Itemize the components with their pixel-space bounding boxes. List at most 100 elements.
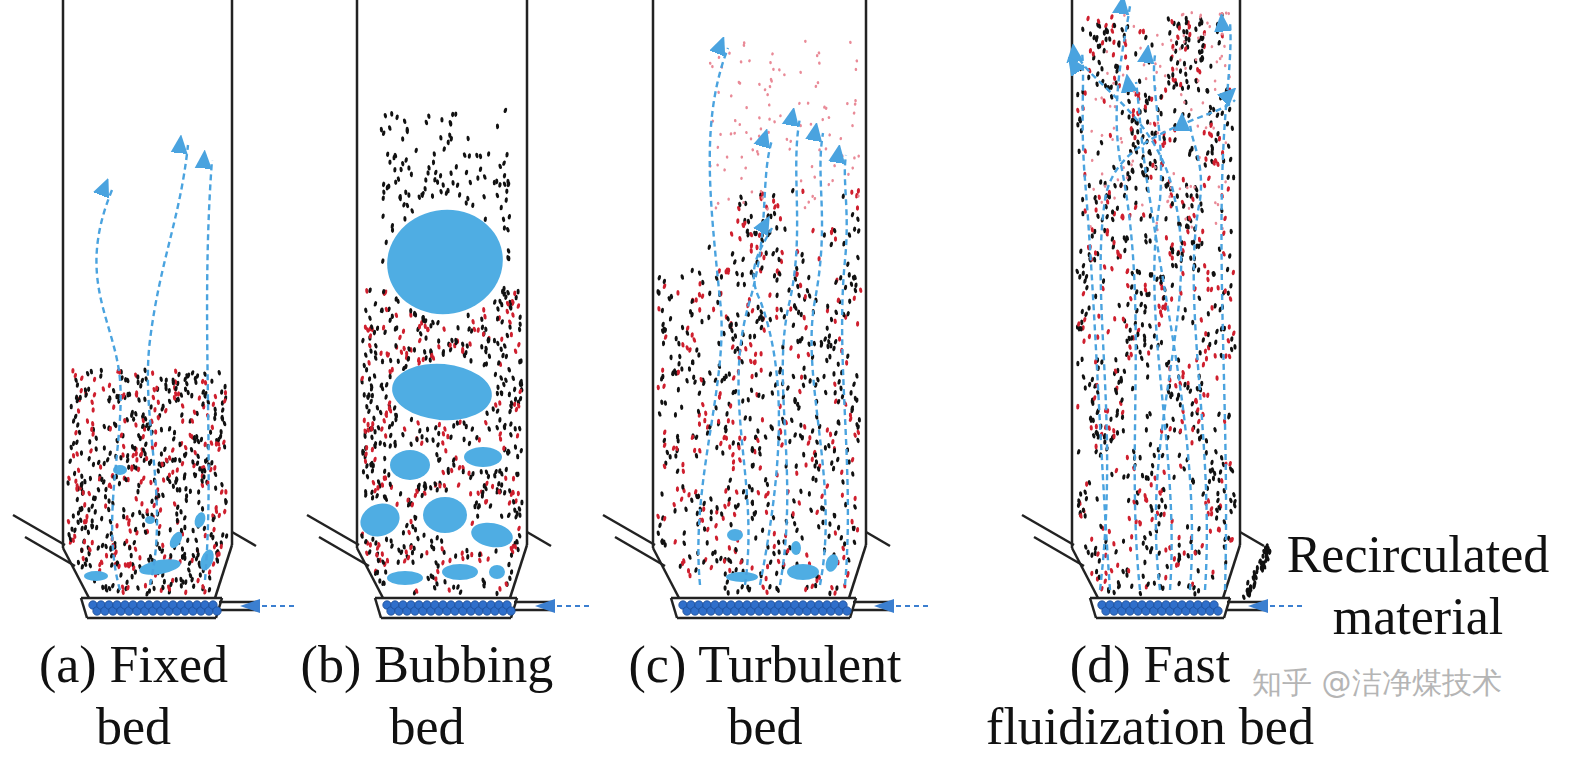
bed-particle bbox=[693, 447, 697, 453]
bed-particle bbox=[366, 422, 369, 428]
bed-particle bbox=[167, 426, 171, 432]
bed-particle bbox=[208, 575, 212, 581]
bed-particle bbox=[825, 358, 829, 364]
gas-bubble bbox=[464, 447, 502, 467]
bed-particle bbox=[692, 337, 697, 343]
bed-particle bbox=[431, 193, 435, 199]
bed-particle bbox=[708, 290, 712, 296]
bed-particle bbox=[470, 520, 475, 526]
bed-particle bbox=[743, 415, 748, 421]
vessel-wall bbox=[63, 548, 89, 598]
bed-particle bbox=[681, 468, 685, 474]
bed-particle bbox=[853, 496, 857, 502]
bed-particle bbox=[681, 462, 684, 468]
bed-particle bbox=[368, 376, 372, 382]
bed-particle bbox=[458, 589, 463, 595]
bed-particle bbox=[709, 564, 714, 570]
bed-particle bbox=[830, 316, 834, 322]
bed-particle bbox=[367, 342, 372, 348]
bed-particle bbox=[371, 393, 374, 399]
bed-particle bbox=[703, 418, 706, 424]
bed-particle bbox=[197, 395, 201, 401]
bed-particle bbox=[89, 448, 94, 454]
bed-particle bbox=[848, 298, 851, 304]
bed-particle bbox=[814, 477, 817, 483]
bed-particle bbox=[130, 574, 133, 580]
bed-particle bbox=[496, 340, 500, 346]
bed-particle bbox=[469, 358, 472, 364]
bed-particle bbox=[383, 113, 387, 119]
bed-particle bbox=[85, 418, 89, 424]
bed-particle bbox=[789, 417, 794, 423]
bed-particle bbox=[184, 486, 188, 492]
bed-particle bbox=[661, 367, 664, 373]
bed-particle bbox=[719, 440, 724, 446]
bed-particle bbox=[673, 508, 677, 514]
bed-particle bbox=[513, 386, 517, 392]
bed-particle bbox=[76, 422, 80, 428]
bed-particle bbox=[657, 306, 661, 312]
bed-particle bbox=[856, 429, 861, 435]
bed-particle bbox=[510, 332, 513, 338]
bed-particle bbox=[498, 586, 502, 592]
bed-particle bbox=[89, 476, 93, 482]
bed-particle bbox=[772, 550, 777, 556]
bed-particle bbox=[443, 579, 447, 585]
bed-particle bbox=[390, 223, 394, 229]
bed-particle bbox=[424, 177, 428, 183]
bed-particle bbox=[427, 165, 431, 171]
bed-particle bbox=[466, 554, 470, 560]
bed-particle bbox=[768, 559, 773, 565]
bed-particle bbox=[792, 498, 797, 504]
bed-particle bbox=[179, 509, 183, 515]
bed-particle bbox=[432, 151, 436, 157]
bed-particle bbox=[833, 381, 837, 387]
bed-particle bbox=[404, 522, 409, 528]
bed-particle bbox=[810, 583, 815, 589]
bed-particle bbox=[456, 325, 460, 331]
gas-bubble bbox=[423, 497, 467, 533]
bed-particle bbox=[815, 509, 820, 515]
bed-particle bbox=[765, 481, 769, 487]
bed-particle bbox=[370, 468, 374, 474]
bed-particle bbox=[508, 324, 512, 330]
bed-particle bbox=[213, 406, 217, 412]
bed-particle bbox=[839, 275, 843, 281]
bed-particle bbox=[223, 509, 227, 515]
bed-particle bbox=[697, 352, 701, 358]
bed-particle bbox=[436, 320, 441, 326]
bed-particle bbox=[846, 353, 850, 359]
vessel-wall bbox=[671, 598, 677, 618]
bed-particle bbox=[384, 239, 388, 245]
bed-particle bbox=[367, 360, 371, 366]
bed-particle bbox=[111, 388, 115, 394]
bed-particle bbox=[373, 456, 378, 462]
bed-particle bbox=[507, 319, 512, 325]
gas-bubble bbox=[379, 201, 511, 324]
bed-particle bbox=[833, 390, 837, 396]
bed-particle bbox=[86, 529, 90, 535]
bed-particle bbox=[381, 258, 385, 264]
bed-particle bbox=[690, 332, 694, 338]
bed-particle bbox=[207, 587, 211, 593]
bed-particle bbox=[795, 470, 799, 476]
bed-particle bbox=[468, 179, 472, 185]
bed-particle bbox=[679, 496, 684, 502]
bed-particle bbox=[175, 511, 179, 517]
bed-particle bbox=[156, 399, 160, 405]
bed-particle bbox=[195, 460, 199, 466]
bed-particle bbox=[407, 165, 410, 171]
bed-particle bbox=[143, 396, 147, 402]
bed-particle bbox=[396, 358, 400, 364]
bed-particle bbox=[765, 589, 769, 595]
bed-particle bbox=[662, 437, 667, 443]
bed-particle bbox=[127, 464, 130, 470]
bed-particle bbox=[461, 555, 465, 561]
bed-particle bbox=[731, 375, 736, 381]
bed-particle bbox=[736, 281, 740, 287]
bed-particle bbox=[144, 441, 149, 447]
bed-particle bbox=[710, 509, 713, 515]
bed-particle bbox=[728, 568, 732, 574]
bed-particle bbox=[848, 272, 851, 278]
bed-particle bbox=[212, 527, 216, 533]
